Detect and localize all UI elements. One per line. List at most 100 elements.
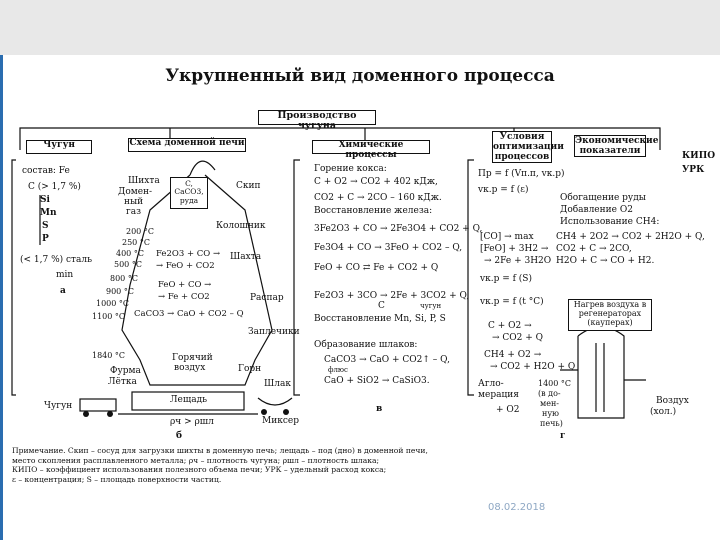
temp-200: 200 °C (126, 227, 154, 236)
methane-2: CO2 + C → 2CO, (556, 244, 632, 254)
domain-gas-2: ный (124, 197, 144, 207)
panel-a-header: Чугун (26, 140, 92, 154)
slags-label: Образование шлаков: (314, 340, 418, 350)
zaplechiki-label: Заплечики (248, 327, 300, 337)
heat-2: регенераторах (578, 308, 642, 318)
plus-o2: + O2 (496, 405, 520, 415)
reaction-fe2o3: Fe2O3 + CO → (156, 249, 221, 259)
panel-b-letter: б (176, 431, 183, 441)
panel-a-letter: а (60, 286, 66, 296)
eps-formula: vк.р = f (ε) (478, 185, 529, 195)
aglo-2: мерация (478, 390, 519, 400)
note-line-2: место скопления расплавленного металла; … (12, 455, 380, 465)
panel-b-header: Схема доменной печи (128, 138, 246, 152)
top-band (0, 0, 720, 55)
domain-gas-3: газ (126, 207, 141, 217)
skip-label: Скип (236, 181, 261, 191)
carbon-label: C (> 1,7 %) (28, 182, 81, 192)
temp-1400-4: ную (542, 409, 560, 418)
iron-reaction-4: Fe2O3 + 3CO → 2Fe + 3CO2 + Q, (314, 291, 470, 301)
note-line-4: ε – концентрация; S – площадь поверхност… (12, 475, 222, 485)
temp-1400-3: мен- (540, 399, 559, 408)
lezhad-label: Лещадь (170, 395, 208, 405)
element-p: P (42, 234, 49, 244)
colosnik-label: Колошник (216, 221, 266, 231)
iron-label: Восстановление железа: (314, 206, 433, 216)
temp-900: 900 °C (106, 287, 134, 296)
econ-header-1: Экономические (575, 136, 659, 146)
o2-label: Добавление O2 (560, 205, 633, 215)
mn-label: Восстановление Mn, Si, P, S (314, 314, 446, 324)
density-label: ρч > ρшл (170, 417, 214, 427)
coke-reaction-2: CO2 + C → 2CO – 160 кДж. (314, 193, 442, 203)
temp-800: 800 °C (110, 274, 138, 283)
hot-air-2: воздух (174, 363, 206, 373)
iron-reaction-1: 3Fe2O3 + CO → 2Fe3O4 + CO2 + Q, (314, 224, 483, 234)
element-si: Si (40, 195, 50, 205)
temp-1100: 1100 °C (92, 312, 126, 321)
iron-reaction-4-c: C (378, 301, 385, 311)
temp-1840: 1840 °C (92, 351, 126, 360)
panel-g-header: Условия оптимизации процессов (492, 131, 564, 163)
reaction-caco3: CaCO3 → CaO + CO2 – Q (134, 309, 244, 319)
composition-label: состав: Fe (22, 166, 70, 176)
note-line-1: Примечание. Скип – сосуд для загрузки ши… (12, 446, 428, 455)
charge-caco3: CaCO3, (174, 187, 204, 197)
vt-formula: vк.р = f (t °C) (480, 297, 544, 307)
methane-1: CH4 + 2O2 → CO2 + 2H2O + Q, (556, 232, 705, 242)
temp-1400-5: печь) (540, 419, 563, 428)
slag-reaction-2: CaO + SiO2 → CaSiO3. (324, 376, 430, 386)
mixer-label: Миксер (262, 416, 299, 426)
iron-reaction-2: Fe3O4 + CO → 3FeO + CO2 – Q, (314, 243, 463, 253)
chugun-small: чугун (420, 302, 442, 310)
temp-1400-1: 1400 °C (538, 379, 572, 388)
urk-label: УРК (682, 165, 705, 175)
charge-c: C, (185, 179, 193, 188)
reaction-feo: FeO + CO → (158, 280, 212, 290)
coke-reaction-1: C + O2 → CO2 + 402 кДж, (314, 177, 438, 187)
methane-burn-a: CH4 + O2 → (484, 350, 542, 360)
domain-gas-1: Домен- (118, 187, 153, 197)
slag-reaction-1: CaCO3 → CaO + CO2↑ – Q, (324, 355, 450, 365)
raspar-label: Распар (250, 293, 284, 303)
methane-burn-b: → CO2 + H2O + Q (490, 362, 576, 372)
charge-label: Шихта (128, 176, 160, 186)
ch4-label: Использование CH4: (560, 217, 660, 227)
aglo-1: Агло- (478, 379, 504, 389)
econ-header-2: показатели (579, 145, 641, 156)
charge-box: C, CaCO3, руда (170, 177, 208, 209)
temp-250: 250 °C (122, 238, 150, 247)
temp-1400-2: (в до- (538, 389, 561, 398)
pig-iron-out: Чугун (44, 401, 73, 411)
element-mn: Mn (40, 208, 57, 218)
methane-3: H2O + C → CO + H2. (556, 256, 655, 266)
opt-header-3: процессов (494, 151, 550, 162)
production-box: Производство чугуна (258, 110, 376, 131)
econ-header: Экономические показатели (574, 135, 659, 157)
temp-400: 400 °C (116, 249, 144, 258)
note-block: Примечание. Скип – сосуд для загрузки ши… (12, 446, 432, 485)
vs-formula: vк.р = f (S) (480, 274, 532, 284)
reaction-feo-b: → Fe + CO2 (158, 292, 210, 302)
element-s: S (42, 221, 49, 231)
heat-3: (кауперах) (587, 317, 633, 327)
heat-box: Нагрев воздуха в регенераторах (кауперах… (568, 299, 652, 331)
gorn-label: Горн (238, 364, 262, 374)
temp-500: 500 °C (114, 260, 142, 269)
combustion-a: C + O2 → (488, 321, 532, 331)
min-label: min (56, 270, 74, 280)
hot-air-1: Горячий (172, 353, 213, 363)
furma-label: Фурма (110, 366, 141, 376)
air-1: Воздух (656, 396, 689, 406)
pr-formula: Пр = f (Vп.п, vк.р) (478, 169, 565, 179)
flux-label: флюс (328, 366, 348, 374)
combustion-b: → CO2 + Q (492, 333, 544, 343)
panel-g-letter: г (560, 431, 566, 441)
opt-header-2: оптимизации (493, 141, 564, 152)
air-2: (хол.) (650, 407, 677, 417)
panel-v-letter: в (376, 404, 383, 414)
iron-reaction-3: FeO + CO ⇄ Fe + CO2 + Q (314, 263, 439, 273)
page-title: Укрупненный вид доменного процесса (165, 66, 555, 86)
slide-date: 08.02.2018 (488, 502, 546, 513)
feo-h2-b: → 2Fe + 3H2O (484, 256, 552, 266)
